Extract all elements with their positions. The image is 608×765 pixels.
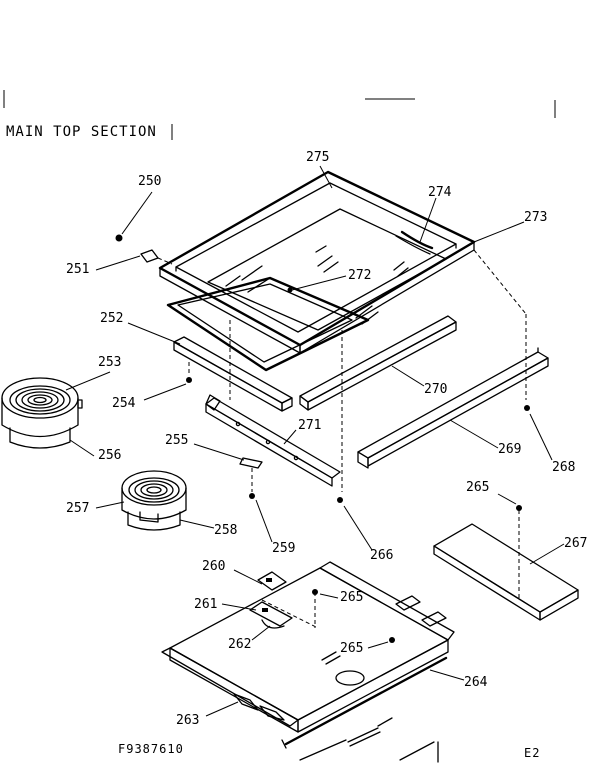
part-label-275: 275: [306, 150, 330, 165]
part-label-267: 267: [564, 536, 588, 551]
part-label-269: 269: [498, 442, 522, 457]
part-label-272: 272: [348, 268, 372, 283]
part-label-257: 257: [66, 501, 90, 516]
part-label-254: 254: [112, 396, 136, 411]
bracket-261: [249, 601, 293, 629]
part-label-259: 259: [272, 541, 296, 556]
clip-and-screw: [115, 234, 173, 265]
part-label-274: 274: [428, 185, 452, 200]
part-label-265: 265: [466, 480, 490, 495]
gasket: [166, 276, 370, 372]
part-label-262: 262: [228, 637, 252, 652]
part-label-261: 261: [194, 597, 218, 612]
part-label-252: 252: [100, 311, 124, 326]
part-label-253: 253: [98, 355, 122, 370]
screw-265-a: [516, 505, 522, 511]
part-label-268: 268: [552, 460, 576, 475]
part-label-258: 258: [214, 523, 238, 538]
part-label-273: 273: [524, 210, 548, 225]
right-upper-rail: [299, 315, 457, 411]
glass-panel: [207, 208, 447, 331]
diagram-title: MAIN TOP SECTION: [6, 124, 157, 140]
coil-element-small: [121, 470, 187, 531]
part-label-263: 263: [176, 713, 200, 728]
glass-frame: [158, 170, 476, 354]
bracket-260: [257, 571, 287, 591]
channel: [357, 347, 549, 469]
part-label-271: 271: [298, 418, 322, 433]
page-id: E2: [524, 746, 541, 760]
leader-lines: [65, 165, 565, 717]
bracket: [205, 394, 341, 487]
part-label-251: 251: [66, 262, 90, 277]
screw-272: [287, 287, 293, 293]
part-label-265: 265: [340, 641, 364, 656]
screw-259: [249, 493, 255, 499]
left-rail: [173, 336, 293, 412]
part-label-265: 265: [340, 590, 364, 605]
part-label-266: 266: [370, 548, 394, 563]
screw-265-b: [312, 589, 318, 595]
part-label-256: 256: [98, 448, 122, 463]
screw-265-c: [389, 637, 395, 643]
part-label-255: 255: [165, 433, 189, 448]
part-label-270: 270: [424, 382, 448, 397]
part-label-264: 264: [464, 675, 488, 690]
channel-267: [433, 523, 579, 621]
alignment-lines: [188, 249, 527, 629]
screw-266: [337, 497, 343, 503]
clip-255: [239, 457, 263, 469]
part-label-260: 260: [202, 559, 226, 574]
figure-code: F9387610: [118, 742, 184, 756]
tray: [161, 561, 455, 763]
part-label-250: 250: [138, 174, 162, 189]
coil-element-large: [1, 377, 83, 449]
screw-268: [524, 405, 530, 411]
scan-artifacts: [3, 90, 556, 140]
